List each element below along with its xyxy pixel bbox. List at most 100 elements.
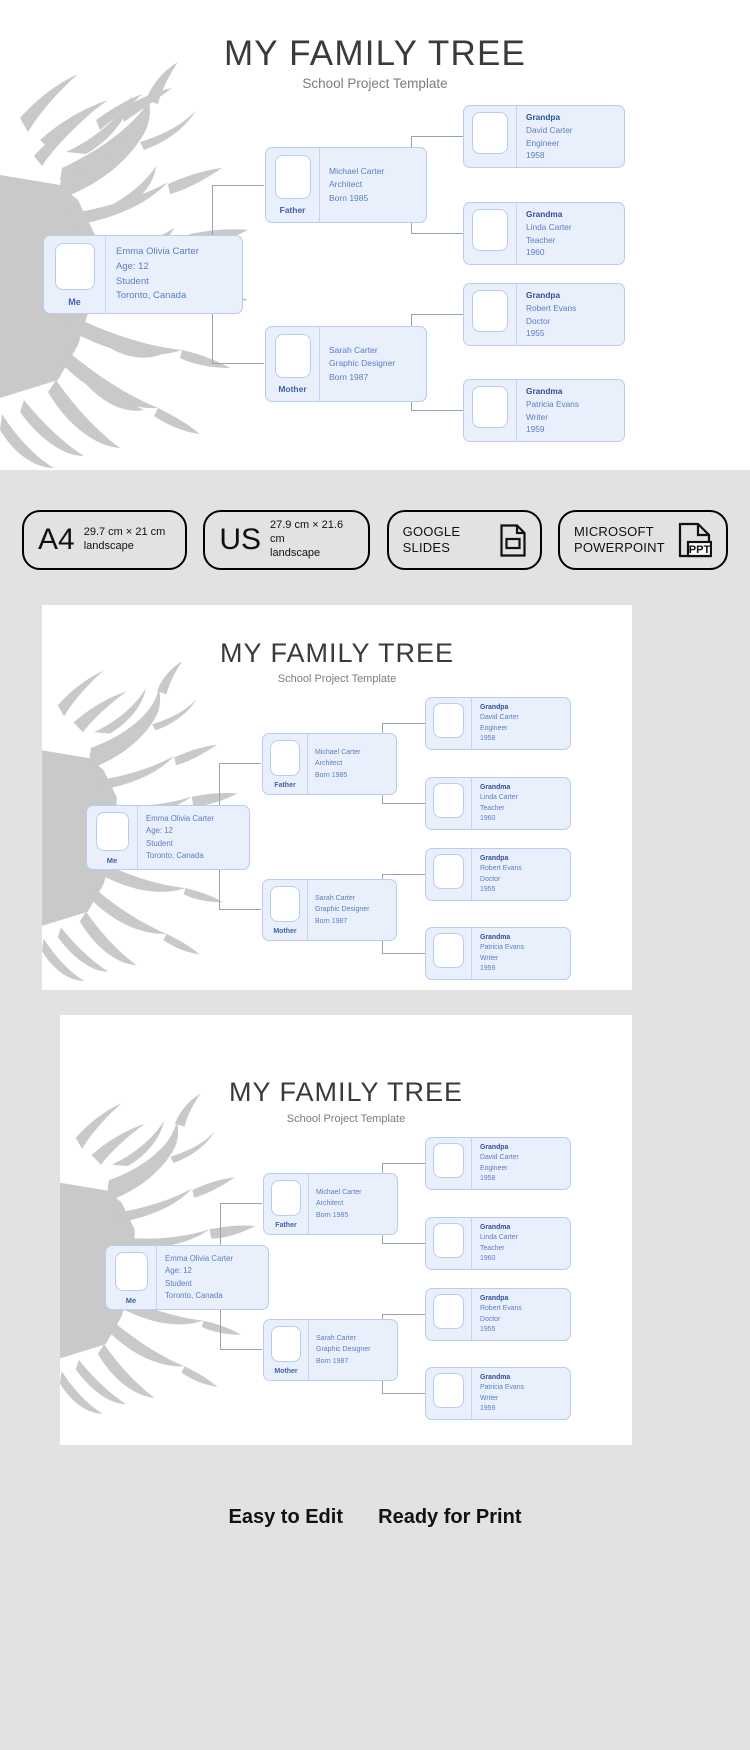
- photo-placeholder[interactable]: [433, 1143, 464, 1178]
- photo-slot[interactable]: [426, 849, 472, 900]
- photo-placeholder[interactable]: [433, 1373, 464, 1408]
- person-info: Michael Carter Architect Born 1985: [320, 148, 426, 222]
- photo-slot[interactable]: Me: [106, 1246, 157, 1309]
- person-card-grandparent[interactable]: Grandma Linda Carter Teacher 1960: [425, 777, 571, 830]
- photo-slot[interactable]: Me: [87, 806, 138, 869]
- person-card-father[interactable]: Father Michael Carter Architect Born 198…: [263, 1173, 398, 1235]
- photo-placeholder[interactable]: [433, 933, 464, 968]
- person-card-grandparent[interactable]: Grandpa Robert Evans Doctor 1955: [425, 1288, 571, 1341]
- photo-placeholder[interactable]: [433, 783, 464, 818]
- person-card-grandparent[interactable]: Grandpa David Carter Engineer 1958: [463, 105, 625, 168]
- photo-placeholder[interactable]: [271, 1180, 301, 1216]
- photo-slot[interactable]: [426, 1138, 472, 1189]
- photo-slot[interactable]: [426, 1218, 472, 1269]
- connector: [220, 1203, 262, 1204]
- person-card-grandparent[interactable]: Grandpa David Carter Engineer 1958: [425, 1137, 571, 1190]
- photo-placeholder[interactable]: [472, 209, 508, 251]
- person-detail-2: Born 1985: [329, 192, 369, 203]
- format-size-label: A4: [38, 523, 75, 556]
- photo-placeholder[interactable]: [472, 112, 508, 154]
- format-label-line2: POWERPOINT: [573, 540, 665, 555]
- role-label: Grandpa: [526, 290, 561, 301]
- format-badge-google-slides[interactable]: GOOGLE SLIDES: [386, 510, 542, 570]
- person-name: Patricia Evans: [526, 398, 580, 409]
- photo-slot[interactable]: Father: [263, 734, 308, 794]
- person-name: Emma Olivia Carter: [116, 246, 199, 258]
- photo-slot[interactable]: [464, 203, 517, 264]
- photo-placeholder[interactable]: [270, 886, 300, 922]
- photo-placeholder[interactable]: [114, 1252, 148, 1291]
- person-info: Grandpa Robert Evans Doctor 1955: [517, 284, 624, 345]
- photo-slot[interactable]: Father: [264, 1174, 309, 1234]
- format-badge-a4[interactable]: A4 29.7 cm × 21 cm landscape: [22, 510, 187, 570]
- format-badge-us[interactable]: US 27.9 cm × 21.6 cm landscape: [203, 510, 371, 570]
- photo-placeholder[interactable]: [433, 854, 464, 889]
- preview-slide-2[interactable]: MY FAMILY TREE School Project Template M…: [60, 1015, 632, 1445]
- person-card-father[interactable]: Father Michael Carter Architect Born 198…: [262, 733, 397, 795]
- person-detail-1: Teacher: [480, 1244, 505, 1252]
- photo-placeholder[interactable]: [433, 1294, 464, 1329]
- connector: [382, 1243, 426, 1244]
- photo-placeholder[interactable]: [433, 1223, 464, 1258]
- person-detail-1: Architect: [329, 179, 363, 190]
- photo-slot[interactable]: [426, 778, 472, 829]
- person-card-grandparent[interactable]: Grandpa David Carter Engineer 1958: [425, 697, 571, 750]
- photo-placeholder[interactable]: [271, 1326, 301, 1362]
- person-card-mother[interactable]: Mother Sarah Carter Graphic Designer Bor…: [265, 326, 427, 402]
- person-card-father[interactable]: Father Michael Carter Architect Born 198…: [265, 147, 427, 223]
- person-card-grandparent[interactable]: Grandma Patricia Evans Writer 1959: [425, 1367, 571, 1420]
- role-label: Father: [275, 1222, 297, 1229]
- person-name: Robert Evans: [480, 1305, 522, 1313]
- format-badge-powerpoint[interactable]: MICROSOFT POWERPOINT PPT: [557, 510, 728, 570]
- photo-slot[interactable]: [426, 698, 472, 749]
- photo-slot[interactable]: [426, 928, 472, 979]
- person-name: Michael Carter: [329, 165, 385, 176]
- person-card-grandparent[interactable]: Grandma Linda Carter Teacher 1960: [425, 1217, 571, 1270]
- person-detail-2: 1959: [480, 1404, 496, 1412]
- photo-slot[interactable]: Mother: [263, 880, 308, 940]
- photo-slot[interactable]: Me: [44, 236, 106, 313]
- person-card-mother[interactable]: Mother Sarah Carter Graphic Designer Bor…: [262, 879, 397, 941]
- person-card-mother[interactable]: Mother Sarah Carter Graphic Designer Bor…: [263, 1319, 398, 1381]
- photo-slot[interactable]: [426, 1368, 472, 1419]
- person-name: Michael Carter: [316, 1189, 362, 1197]
- photo-placeholder[interactable]: [95, 812, 129, 851]
- person-detail-2: Student: [116, 275, 149, 287]
- photo-placeholder[interactable]: [54, 243, 95, 290]
- person-card-me[interactable]: Me Emma Olivia Carter Age: 12 Student To…: [105, 1245, 269, 1310]
- person-card-me[interactable]: Me Emma Olivia Carter Age: 12 Student To…: [86, 805, 250, 870]
- photo-slot[interactable]: [464, 284, 517, 345]
- person-name: Linda Carter: [480, 794, 518, 802]
- photo-placeholder[interactable]: [274, 155, 311, 199]
- person-card-grandparent[interactable]: Grandpa Robert Evans Doctor 1955: [463, 283, 625, 346]
- person-detail-1: Architect: [315, 760, 343, 768]
- person-card-grandparent[interactable]: Grandpa Robert Evans Doctor 1955: [425, 848, 571, 901]
- person-card-grandparent[interactable]: Grandma Linda Carter Teacher 1960: [463, 202, 625, 265]
- format-label-line1: MICROSOFT: [573, 523, 654, 539]
- photo-placeholder[interactable]: [274, 334, 311, 378]
- person-card-me[interactable]: Me Emma Olivia Carter Age: 12 Student To…: [43, 235, 243, 314]
- photo-placeholder[interactable]: [472, 386, 508, 428]
- connector: [411, 314, 465, 315]
- person-detail-2: Born 1987: [315, 917, 348, 925]
- format-label-line1: GOOGLE: [402, 523, 461, 539]
- person-card-grandparent[interactable]: Grandma Patricia Evans Writer 1959: [463, 379, 625, 442]
- photo-slot[interactable]: Mother: [266, 327, 320, 401]
- photo-slot[interactable]: [464, 380, 517, 441]
- role-label: Grandpa: [480, 854, 509, 862]
- footer-ready-for-print: Ready for Print: [378, 1506, 522, 1528]
- photo-slot[interactable]: [464, 106, 517, 167]
- role-label: Grandpa: [480, 1294, 509, 1302]
- person-info: Grandpa Robert Evans Doctor 1955: [472, 1289, 570, 1340]
- photo-placeholder[interactable]: [472, 290, 508, 332]
- photo-placeholder[interactable]: [270, 740, 300, 776]
- photo-slot[interactable]: [426, 1289, 472, 1340]
- photo-placeholder[interactable]: [433, 703, 464, 738]
- photo-slot[interactable]: Father: [266, 148, 320, 222]
- photo-slot[interactable]: Mother: [264, 1320, 309, 1380]
- person-info: Emma Olivia Carter Age: 12 Student Toron…: [157, 1246, 268, 1309]
- person-card-grandparent[interactable]: Grandma Patricia Evans Writer 1959: [425, 927, 571, 980]
- preview-slide-1[interactable]: MY FAMILY TREE School Project Template M…: [42, 605, 632, 990]
- person-detail-3: Toronto, Canada: [146, 850, 204, 860]
- person-detail-2: 1955: [480, 885, 496, 893]
